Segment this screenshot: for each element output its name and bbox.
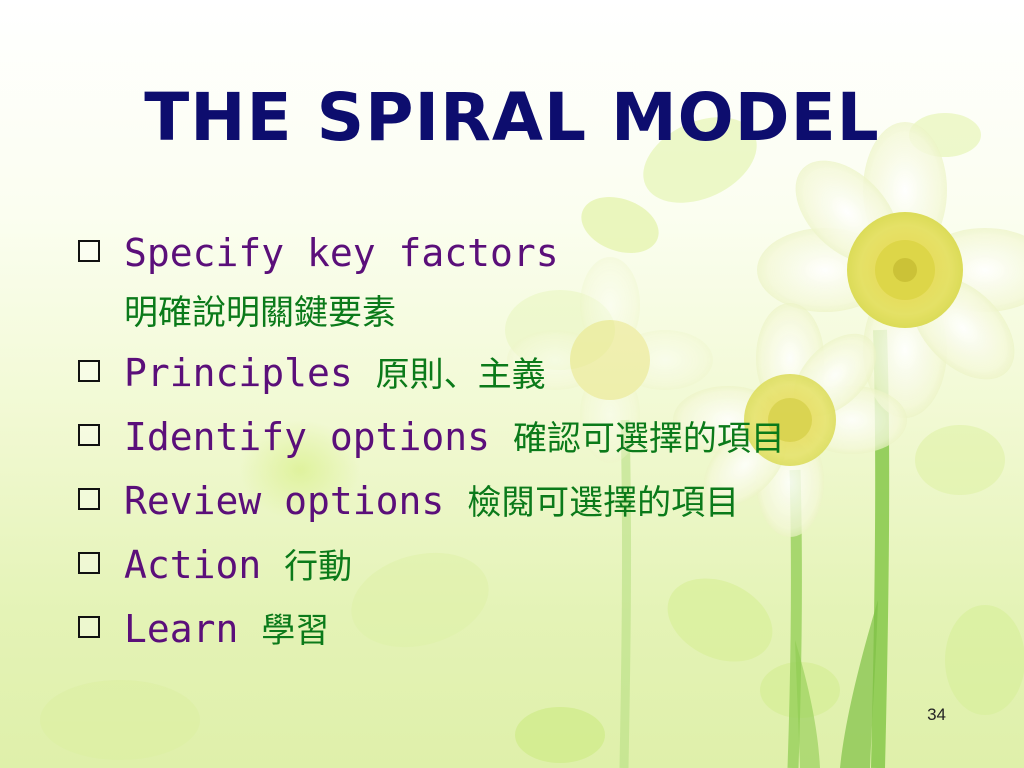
slide-title: THE SPIRAL MODEL <box>144 79 880 156</box>
bullet-item: Review options 檢閱可選擇的項目 <box>76 470 956 534</box>
page-number: 34 <box>927 705 946 724</box>
hollow-square-icon <box>78 488 100 510</box>
bullet-list: Specify key factors 明確說明關鍵要素 Principles … <box>76 222 956 662</box>
bullet-english-text: Principles <box>124 351 353 395</box>
hollow-square-icon <box>78 240 100 262</box>
bullet-chinese-text: 原則、主義 <box>375 355 546 395</box>
bullet-item: Specify key factors 明確說明關鍵要素 <box>76 222 956 342</box>
bullet-item: Principles 原則、主義 <box>76 342 956 406</box>
bullet-english-text: Learn <box>124 607 239 651</box>
bullet-item: Action 行動 <box>76 534 956 598</box>
bullet-english-text: Identify options <box>124 415 491 459</box>
bullet-english-text: Review options <box>124 479 445 523</box>
hollow-square-icon <box>78 424 100 446</box>
bullet-chinese-text: 行動 <box>284 547 353 587</box>
bullet-chinese-text: 檢閱可選擇的項目 <box>467 483 740 523</box>
bullet-item: Learn 學習 <box>76 598 956 662</box>
bullet-chinese-text: 學習 <box>261 611 330 651</box>
bullet-english-text: Specify key factors <box>124 231 559 275</box>
bullet-chinese-text: 確認可選擇的項目 <box>512 419 785 459</box>
hollow-square-icon <box>78 552 100 574</box>
bullet-item: Identify options 確認可選擇的項目 <box>76 406 956 470</box>
bullet-english-text: Action <box>124 543 262 587</box>
hollow-square-icon <box>78 616 100 638</box>
hollow-square-icon <box>78 360 100 382</box>
bullet-chinese-text: 明確說明關鍵要素 <box>124 293 396 333</box>
